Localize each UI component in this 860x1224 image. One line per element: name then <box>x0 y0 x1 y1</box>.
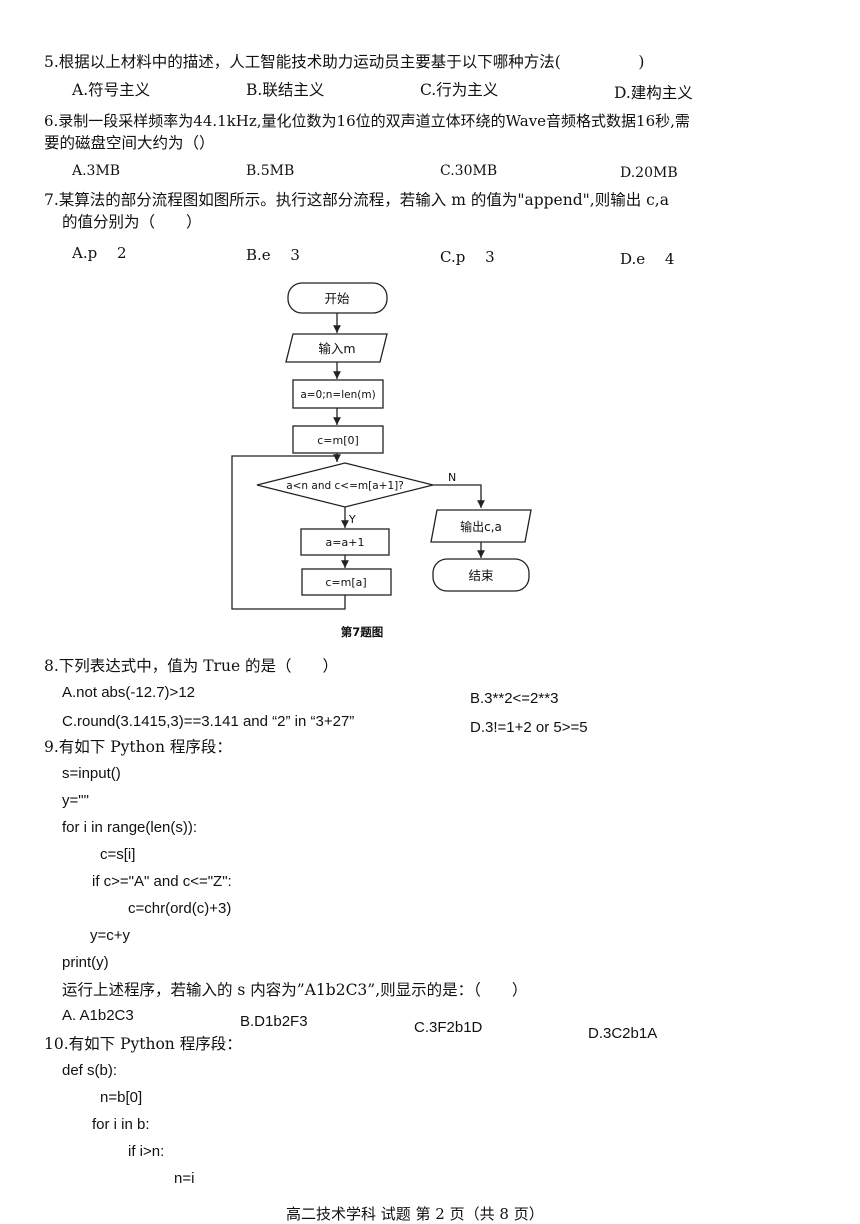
q6-option-d: D.20MB <box>620 165 678 181</box>
flow-start-label: 开始 <box>324 291 350 306</box>
flow-inc-label: a=a+1 <box>326 536 365 549</box>
flow-caption: 第7题图 <box>341 625 384 639</box>
q8-option-b: B.3**2<=2**3 <box>470 690 559 707</box>
q9-option-d: D.3C2b1A <box>588 1025 658 1042</box>
q9-stem: 9.有如下 Python 程序段： <box>44 738 232 756</box>
q5-option-a: A.符号主义 <box>72 81 151 99</box>
q7-option-a: A.p 2 <box>72 244 127 262</box>
flow-input-node <box>285 333 388 363</box>
q8-option-a: A.not abs(-12.7)>12 <box>62 684 196 701</box>
q9-option-a: A. A1b2C3 <box>62 1007 134 1024</box>
flow-yes-label: Y <box>348 513 356 526</box>
q10-code-line: n=i <box>174 1170 195 1187</box>
q9-code-line: s=input() <box>62 765 121 782</box>
q6-stem-line1: 6.录制一段采样频率为44.1kHz,量化位数为16位的双声道立体环绕的Wave… <box>44 112 690 130</box>
q8-option-c: C.round(3.1415,3)==3.141 and “2” in “3+2… <box>62 713 355 730</box>
q10-code-line: n=b[0] <box>100 1089 143 1106</box>
q9-code-line: c=chr(ord(c)+3) <box>128 900 232 917</box>
flow-condition-label: a<n and c<=m[a+1]? <box>286 480 404 492</box>
q9-option-b: B.D1b2F3 <box>240 1013 308 1030</box>
q10-code-line: if i>n: <box>128 1143 165 1160</box>
q10-code-line: for i in b: <box>92 1116 150 1133</box>
q6-option-a: A.3MB <box>72 163 121 179</box>
q9-option-c: C.3F2b1D <box>414 1019 483 1036</box>
q9-code-line: for i in range(len(s)): <box>62 819 198 836</box>
q10-stem: 10.有如下 Python 程序段： <box>44 1035 242 1053</box>
q5-option-b: B.联结主义 <box>246 81 325 99</box>
flow-input-label: 输入m <box>318 341 355 356</box>
q9-question: 运行上述程序，若输入的 s 内容为”A1b2C3”,则显示的是：（ ） <box>62 981 528 999</box>
q8-option-d: D.3!=1+2 or 5>=5 <box>470 719 588 736</box>
q8-stem: 8.下列表达式中，值为 True 的是（ ） <box>44 657 339 675</box>
flow-init-node <box>292 379 384 409</box>
q6-option-b: B.5MB <box>246 163 295 179</box>
flow-init-label: a=0;n=len(m) <box>300 389 375 401</box>
q5-option-c: C.行为主义 <box>420 81 499 99</box>
flow-output-label: 输出c,a <box>460 519 502 534</box>
flow-update-label: c=m[a] <box>325 576 366 589</box>
q7-option-b: B.e 3 <box>246 246 300 264</box>
q6-option-c: C.30MB <box>440 163 498 179</box>
q10-code-line: def s(b): <box>62 1062 118 1079</box>
flow-output-node <box>430 509 532 543</box>
flow-no-label: N <box>448 471 456 484</box>
q6-stem-line2: 要的磁盘空间大约为（） <box>44 134 215 152</box>
page-footer: 高二技术学科 试题 第 2 页（共 8 页） <box>286 1205 544 1223</box>
flow-assign-label: c=m[0] <box>317 434 359 447</box>
q7-option-d: D.e 4 <box>620 250 675 268</box>
flow-end-label: 结束 <box>468 568 494 583</box>
q7-stem-line2: 的值分别为（ ） <box>62 213 202 231</box>
flow-assign-node <box>292 425 384 454</box>
flow-no-line <box>433 484 485 508</box>
q7-flowchart: 开始 输入m a=0;n=len(m) c=m[0] a<n and c<=m[… <box>231 282 532 639</box>
q9-code-line: if c>="A" and c<="Z": <box>92 873 232 890</box>
q5-stem: 5.根据以上材料中的描述，人工智能技术助力运动员主要基于以下哪种方法( ) <box>44 53 645 71</box>
q9-code-line: print(y) <box>62 954 109 971</box>
flow-end-node <box>432 558 530 592</box>
q5-option-d: D.建构主义 <box>614 84 693 102</box>
q7-option-c: C.p 3 <box>440 248 495 266</box>
q9-code-line: y="" <box>62 792 89 809</box>
q9-code-line: c=s[i] <box>100 846 136 863</box>
flow-update-node <box>301 568 392 596</box>
q7-stem-line1: 7.某算法的部分流程图如图所示。执行这部分流程，若输入 m 的值为"append… <box>44 191 669 209</box>
flow-loop-line <box>231 455 346 610</box>
q9-code-line: y=c+y <box>90 927 131 944</box>
